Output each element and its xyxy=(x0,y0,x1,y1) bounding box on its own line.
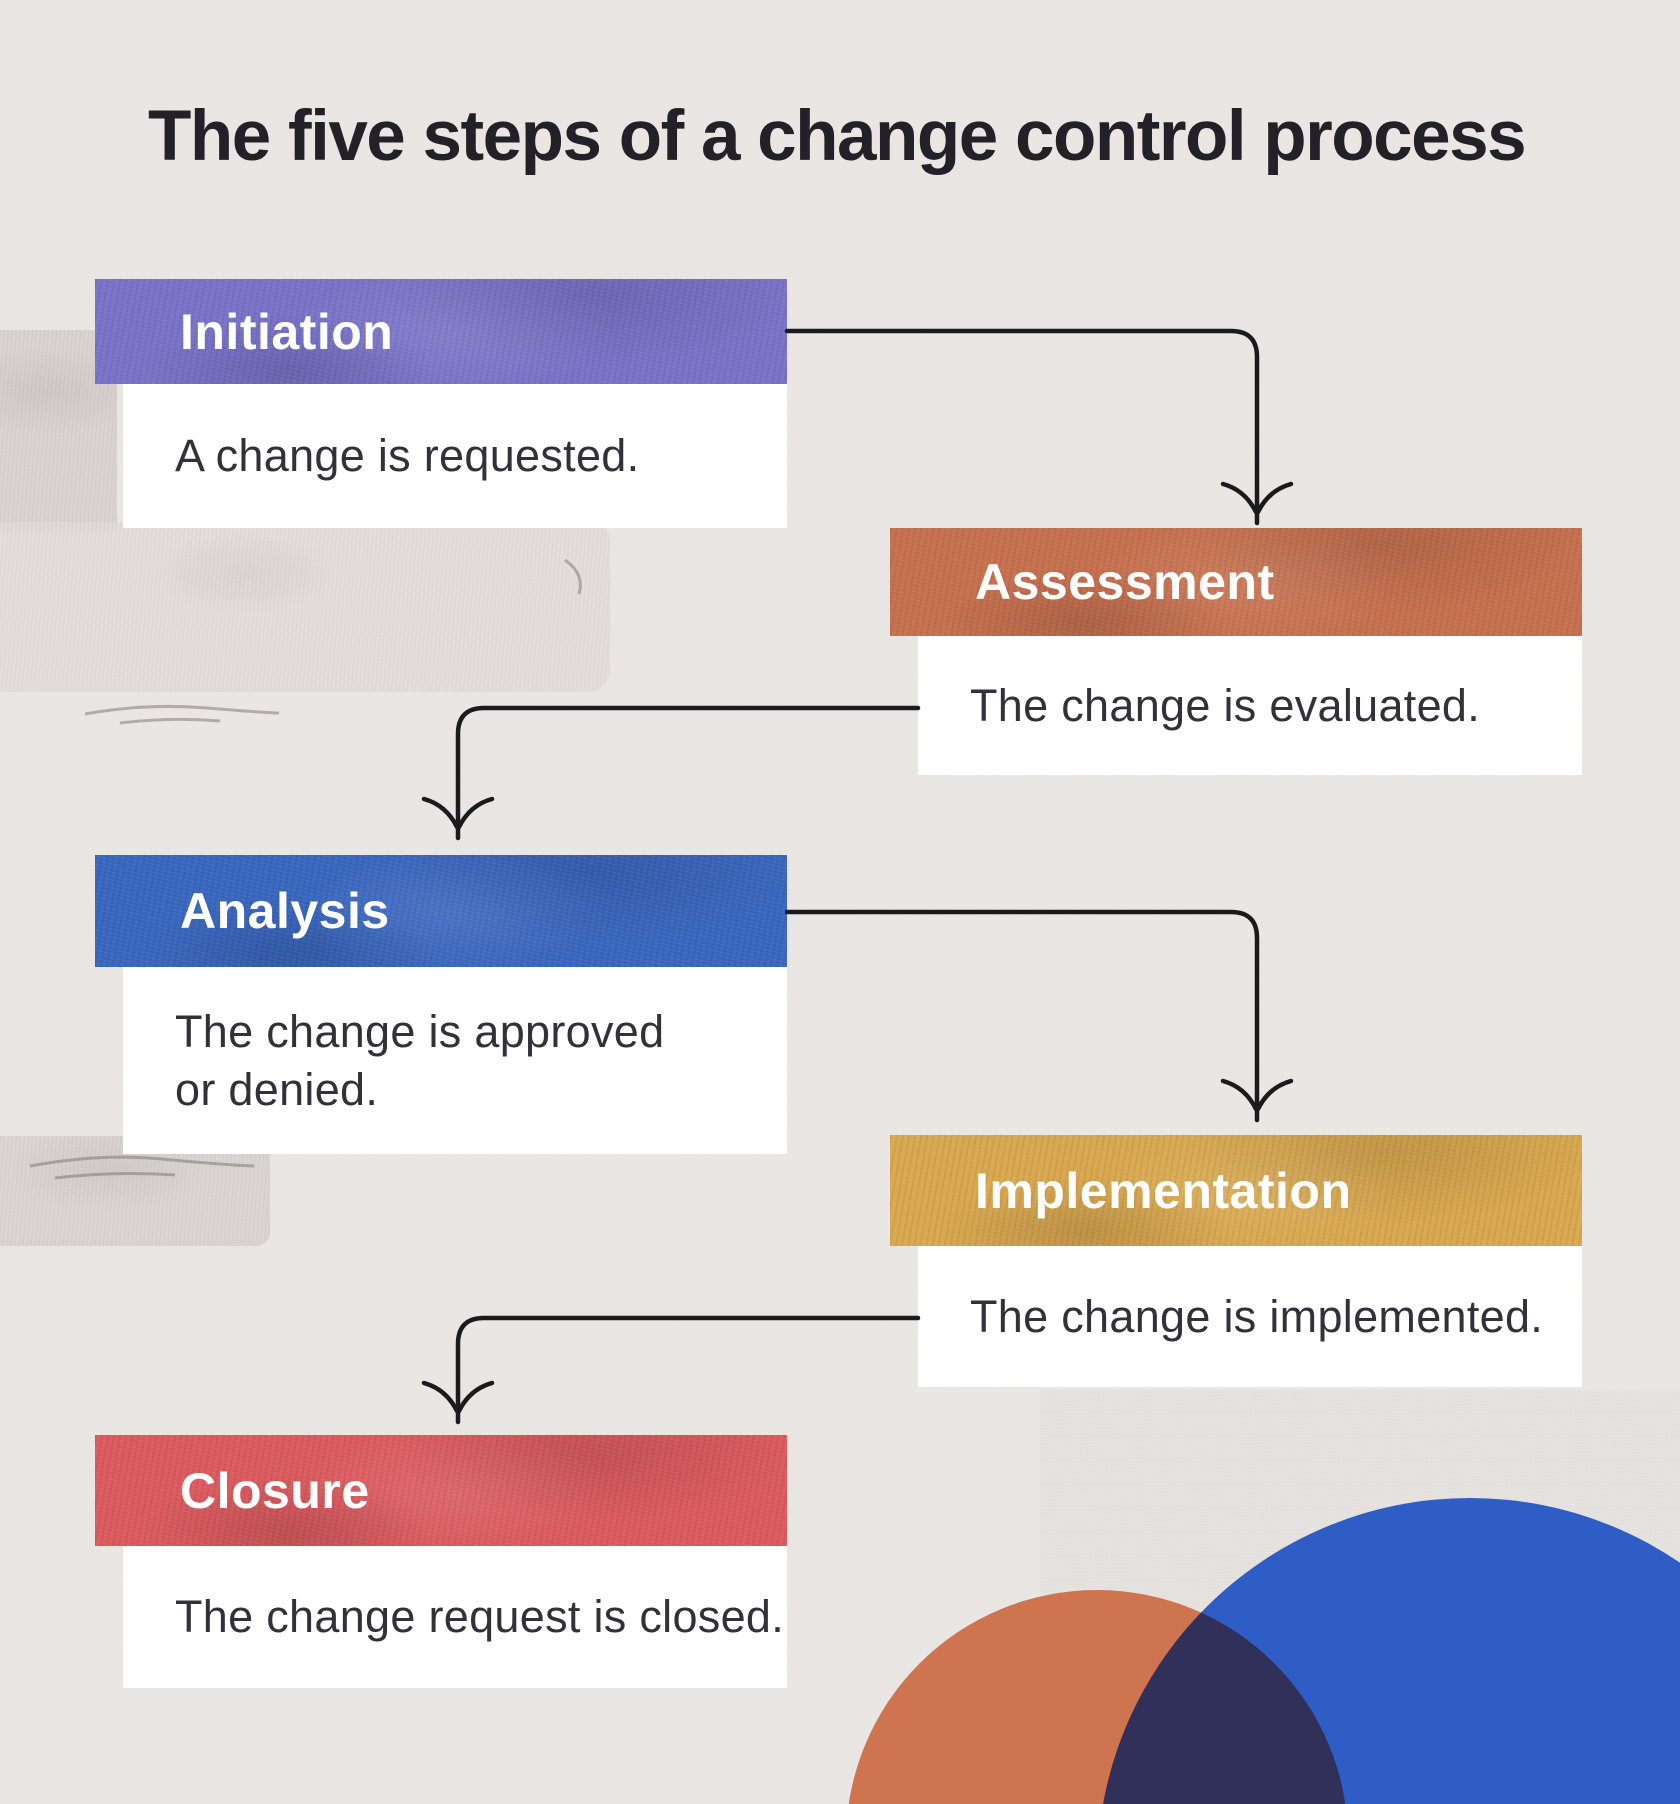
texture-band-right xyxy=(1040,1390,1680,1804)
step-label: Analysis xyxy=(180,883,390,939)
step-body-initiation: A change is requested. xyxy=(123,384,787,528)
step-body-analysis: The change is approved or denied. xyxy=(123,967,787,1154)
step-header-closure: Closure xyxy=(95,1435,787,1546)
step-body-assessment: The change is evaluated. xyxy=(918,636,1582,775)
step-header-implementation: Implementation xyxy=(890,1135,1582,1246)
step-description: The change is approved or denied. xyxy=(175,1005,665,1115)
step-label: Initiation xyxy=(180,303,394,360)
step-description: The change is implemented. xyxy=(970,1290,1544,1342)
step-header-initiation: Initiation xyxy=(95,279,787,384)
step-header-assessment: Assessment xyxy=(890,528,1582,636)
step-label: Implementation xyxy=(975,1162,1352,1219)
page-title: The five steps of a change control proce… xyxy=(148,97,1527,176)
arrow-assessment-to-analysis xyxy=(421,705,921,841)
step-header-analysis: Analysis xyxy=(95,855,787,967)
step-body-closure: The change request is closed. xyxy=(123,1546,787,1688)
arrow-implementation-to-closure xyxy=(421,1315,921,1425)
step-description: The change request is closed. xyxy=(175,1591,785,1642)
arrow-analysis-to-implementation xyxy=(784,909,1294,1123)
step-body-implementation: The change is implemented. xyxy=(918,1246,1582,1387)
step-label: Closure xyxy=(180,1462,370,1519)
step-label: Assessment xyxy=(975,554,1275,610)
step-description: The change is evaluated. xyxy=(970,679,1481,731)
texture-patch-mid-left xyxy=(0,522,610,692)
step-description: A change is requested. xyxy=(175,430,640,481)
arrow-initiation-to-assessment xyxy=(784,328,1294,526)
